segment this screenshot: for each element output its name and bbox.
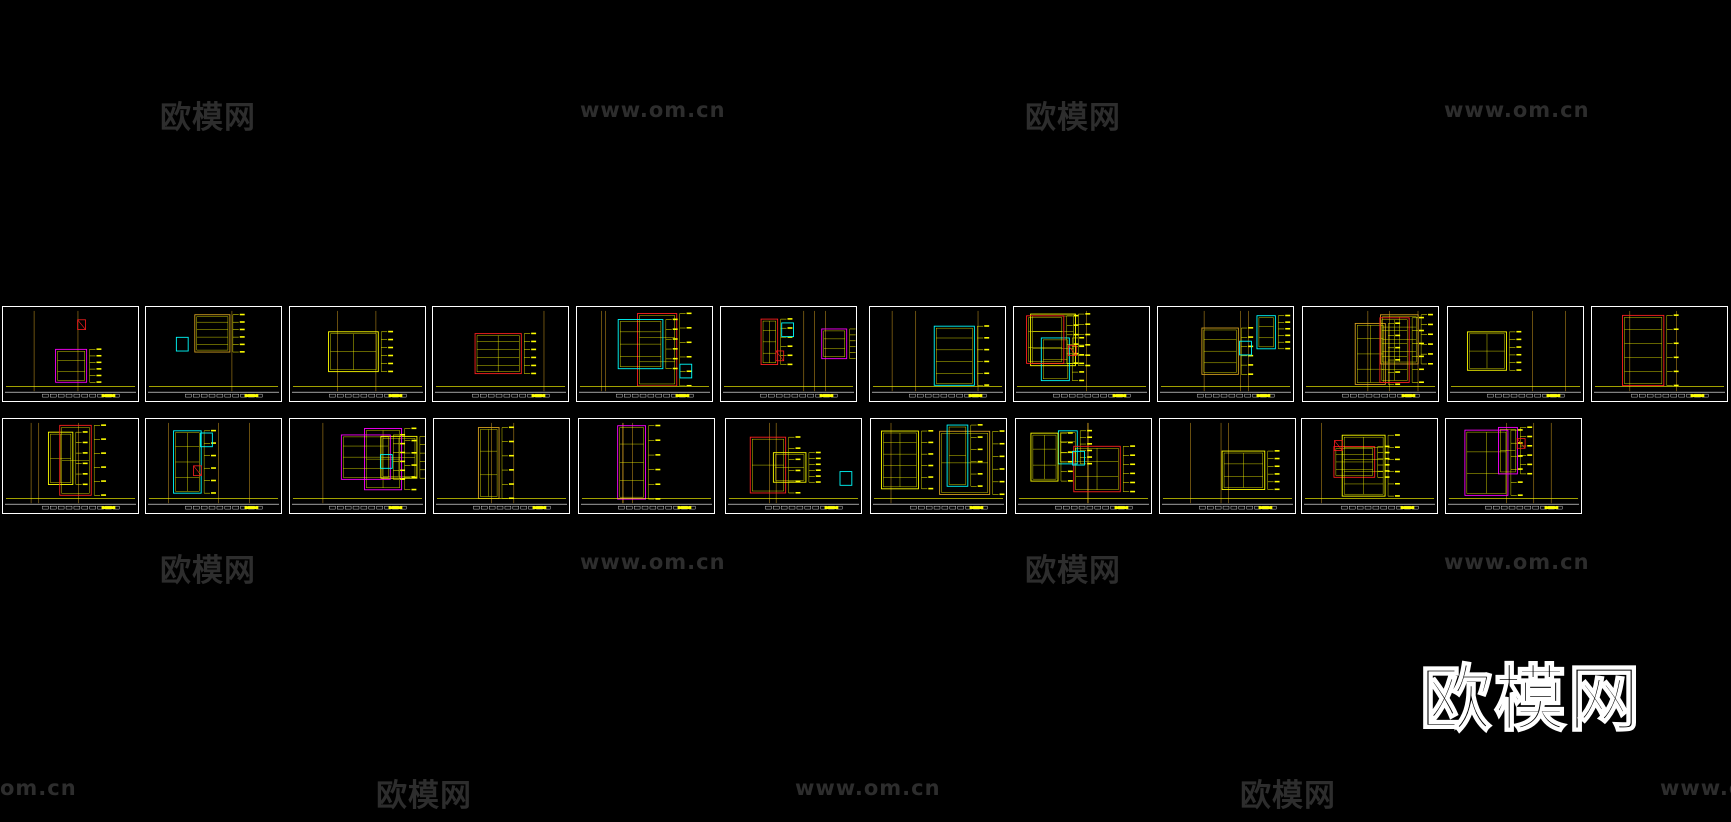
row2-drawing-sheet-10 <box>1301 418 1438 514</box>
row2-drawing-sheet-2 <box>145 418 282 514</box>
watermark-brand-5: 欧模网 <box>376 778 472 814</box>
row2-drawing-sheet-4 <box>433 418 570 514</box>
row1-drawing-sheet-2 <box>145 306 282 402</box>
row2-drawing-sheet-8 <box>1015 418 1152 514</box>
watermark-brand-6: 欧模网 <box>1240 778 1336 814</box>
watermark-url-2: www.om.cn <box>1444 98 1590 122</box>
row2-drawing-sheet-9 <box>1159 418 1296 514</box>
row1-drawing-sheet-8 <box>1013 306 1150 402</box>
brand-logo: 欧模网 <box>1419 656 1643 742</box>
watermark-brand-2: 欧模网 <box>1025 100 1121 136</box>
row1-drawing-sheet-3 <box>289 306 426 402</box>
row1-drawing-sheet-12 <box>1591 306 1728 402</box>
row2-drawing-sheet-7 <box>870 418 1007 514</box>
row1-drawing-sheet-11 <box>1447 306 1584 402</box>
watermark-url-3: www.om.cn <box>580 550 726 574</box>
watermark-brand-1: 欧模网 <box>160 100 256 136</box>
row2-drawing-sheet-6 <box>725 418 862 514</box>
row1-drawing-sheet-5 <box>576 306 713 402</box>
watermark-brand-3: 欧模网 <box>160 553 256 589</box>
watermark-url-1: www.om.cn <box>580 98 726 122</box>
watermark-url-5: www.om.cn <box>795 776 941 800</box>
row2-drawing-sheet-1 <box>2 418 139 514</box>
row2-drawing-sheet-11 <box>1445 418 1582 514</box>
row1-drawing-sheet-10 <box>1302 306 1439 402</box>
watermark-brand-4: 欧模网 <box>1025 553 1121 589</box>
watermark-url-partial-left: om.cn <box>0 776 77 800</box>
row1-drawing-sheet-1 <box>2 306 139 402</box>
watermark-url-partial-right: www.c <box>1660 776 1731 800</box>
row2-drawing-sheet-3 <box>289 418 426 514</box>
watermark-url-4: www.om.cn <box>1444 550 1590 574</box>
row2-drawing-sheet-5 <box>578 418 715 514</box>
row1-drawing-sheet-4 <box>432 306 569 402</box>
row1-drawing-sheet-6 <box>720 306 857 402</box>
row1-drawing-sheet-7 <box>869 306 1006 402</box>
row1-drawing-sheet-9 <box>1157 306 1294 402</box>
